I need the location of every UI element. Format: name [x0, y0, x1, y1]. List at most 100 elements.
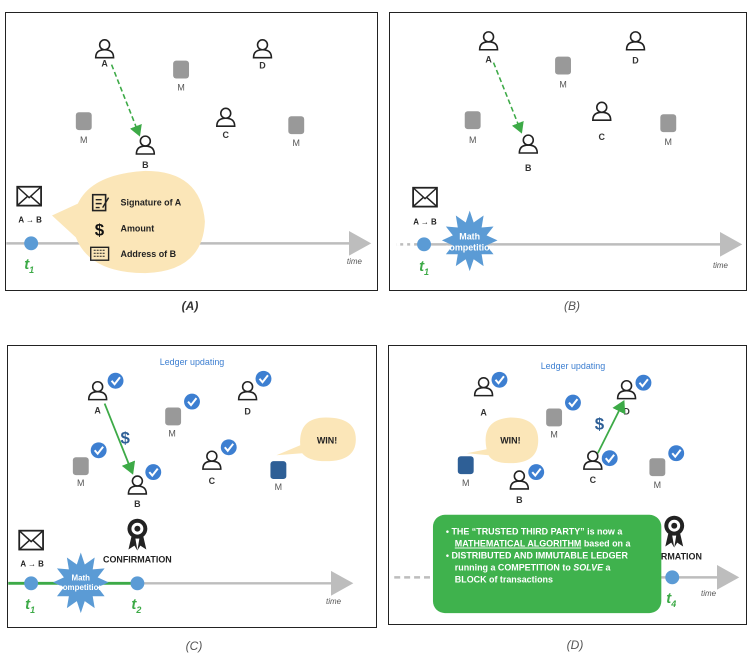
label-c: C	[590, 475, 597, 485]
person-b-icon	[127, 475, 148, 495]
label-m: M	[665, 137, 672, 147]
miner-node	[660, 114, 677, 133]
t4-label: t4	[666, 591, 676, 609]
transaction-arrow	[492, 62, 524, 134]
signature-icon	[91, 193, 110, 212]
explanation-text: • THE “TRUSTED THIRD PARTY” is now a MAT…	[446, 527, 632, 585]
caption-b: (B)	[564, 299, 580, 313]
label-d: D	[623, 407, 630, 417]
check-icon	[254, 369, 273, 388]
check-icon	[183, 392, 201, 411]
label-c: C	[599, 132, 606, 142]
label-d: D	[244, 407, 251, 417]
bubble-item-signature: Signature of A	[121, 198, 182, 208]
winning-miner-node	[457, 456, 474, 475]
check-icon	[600, 449, 619, 468]
star-text-line2: competition	[58, 583, 103, 592]
transaction-arrow	[110, 64, 142, 137]
panel-b: A D C B M M M time t1 A → B Math competi…	[389, 12, 747, 291]
label-a: A	[94, 406, 101, 416]
confirmation-label-partial: IRMATION	[658, 551, 701, 561]
a-to-b-label: A → B	[413, 217, 437, 226]
t2-marker	[130, 576, 145, 591]
label-m: M	[275, 482, 282, 492]
miner-node	[165, 407, 182, 426]
a-to-b-label: A → B	[18, 215, 42, 224]
label-a: A	[480, 408, 487, 418]
math-competition-star	[52, 552, 109, 614]
dollar-icon: $	[595, 414, 605, 433]
panel-a: A D C B M M M time t1 A → B Signature of…	[5, 12, 378, 291]
bubble-item-address: Address of B	[121, 249, 177, 259]
person-a-icon	[478, 31, 499, 51]
person-c-icon	[592, 101, 612, 122]
dollar-icon: $	[95, 220, 105, 239]
address-icon	[90, 246, 110, 261]
panel-b-canvas: A D C B M M M time t1 A → B Math competi…	[396, 31, 743, 277]
caption-c: (C)	[185, 639, 203, 653]
win-bubble	[466, 417, 539, 464]
t1-label: t1	[25, 597, 35, 615]
time-label: time	[326, 597, 342, 606]
badge-icon	[664, 515, 685, 548]
label-c: C	[209, 476, 216, 486]
star-text-line1: Math	[459, 231, 480, 241]
transaction-arrow	[596, 400, 626, 454]
person-d-icon	[625, 31, 646, 51]
label-a: A	[101, 59, 108, 69]
panel-a-canvas: A D C B M M M time t1 A → B Signature of…	[6, 39, 372, 275]
check-icon	[106, 371, 125, 390]
label-m: M	[168, 428, 175, 438]
panel-d: Ledger updating A D M $ C B M M WIN! tim…	[388, 345, 747, 625]
bullet-2-line2: running a COMPETITION to SOLVE a	[455, 562, 612, 572]
panel-d-canvas: Ledger updating A D M $ C B M M WIN! tim…	[394, 361, 740, 614]
label-m: M	[654, 480, 661, 490]
check-icon	[634, 373, 653, 392]
panel-c: Ledger updating A D M $ M C B M WIN! CON…	[7, 345, 377, 628]
label-m: M	[293, 138, 300, 148]
time-label: time	[713, 261, 729, 270]
check-icon	[144, 463, 163, 482]
person-b-icon	[509, 470, 530, 490]
label-m: M	[469, 135, 476, 145]
label-b: B	[516, 495, 523, 505]
panel-c-canvas: Ledger updating A D M $ M C B M WIN! CON…	[8, 357, 356, 615]
t1-marker	[417, 237, 431, 252]
label-d: D	[632, 56, 639, 66]
label-b: B	[142, 160, 149, 170]
ledger-updating-title: Ledger updating	[541, 361, 606, 371]
label-m: M	[550, 429, 557, 439]
check-icon	[564, 393, 582, 412]
label-m: M	[80, 135, 87, 145]
label-m: M	[462, 478, 469, 488]
person-b-icon	[518, 134, 539, 154]
person-c-icon	[202, 450, 222, 470]
t4-marker	[665, 570, 680, 585]
envelope-icon	[16, 185, 42, 207]
miner-node	[546, 408, 563, 427]
bullet-2-line3: BLOCK of transactions	[455, 574, 553, 584]
label-d: D	[259, 61, 266, 71]
miner-node	[649, 458, 666, 477]
confirmation-label: CONFIRMATION	[103, 554, 172, 564]
t1-label: t1	[419, 259, 429, 277]
win-bubble	[276, 417, 356, 462]
t1-marker	[24, 576, 39, 591]
check-icon	[667, 444, 686, 463]
t1-marker	[24, 236, 39, 251]
caption-d: (D)	[566, 638, 584, 652]
person-a-icon	[87, 380, 108, 401]
envelope-icon	[412, 186, 438, 208]
ledger-updating-title: Ledger updating	[160, 357, 225, 367]
check-icon	[219, 438, 238, 457]
label-m: M	[77, 478, 84, 488]
label-c: C	[223, 130, 230, 140]
miner-node	[288, 116, 305, 135]
label-a: A	[485, 55, 492, 65]
check-icon	[527, 463, 546, 482]
badge-icon	[127, 518, 148, 551]
time-label: time	[347, 257, 363, 266]
bullet-2-line1: • DISTRIBUTED AND IMMUTABLE LEDGER	[446, 550, 629, 560]
check-icon	[89, 441, 108, 460]
label-b: B	[525, 163, 532, 173]
